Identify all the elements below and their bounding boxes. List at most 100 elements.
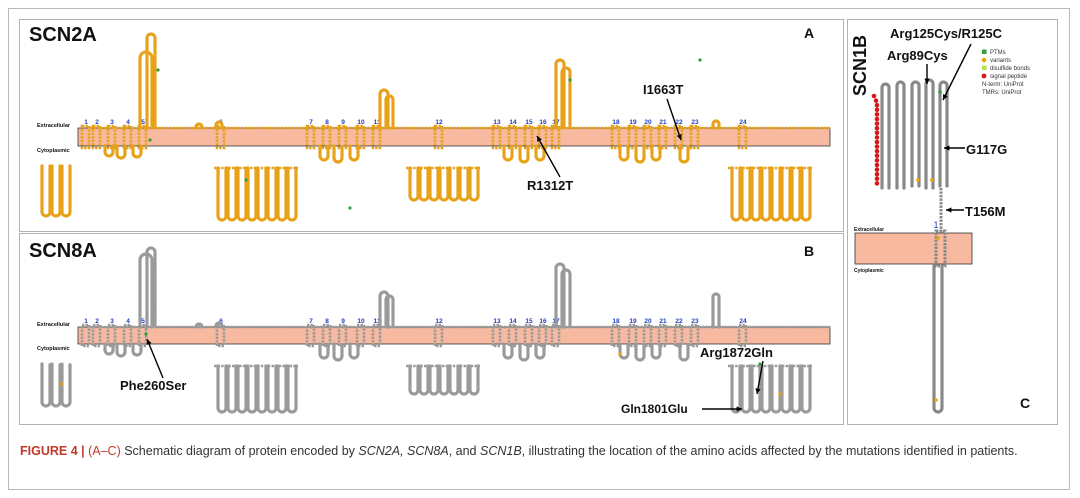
caption-text-3: , illustrating the location of the amino… xyxy=(521,444,1018,458)
cytoplasmic-loop xyxy=(650,144,662,162)
linker-loop xyxy=(448,364,460,396)
transmembrane-helix xyxy=(737,124,748,150)
signal-peptide-residue xyxy=(874,135,880,140)
membrane-band xyxy=(854,232,973,265)
linker-loop xyxy=(236,364,248,414)
tm-number: 8 xyxy=(325,318,329,325)
tm-number: 9 xyxy=(341,119,345,126)
transmembrane-helix xyxy=(737,323,748,348)
residue-marker xyxy=(144,332,148,336)
linker-loop xyxy=(276,166,288,222)
transmembrane-helix xyxy=(371,124,382,150)
tm-number: 1 xyxy=(84,318,88,325)
transmembrane-helix xyxy=(355,124,366,150)
tm-number: 10 xyxy=(357,318,365,325)
tm-number: 3 xyxy=(110,119,114,126)
tm-number: 20 xyxy=(644,318,652,325)
cytoplasmic-loop xyxy=(678,342,690,362)
extracellular-loop xyxy=(895,80,906,190)
tm-number: 14 xyxy=(509,318,517,325)
signal-peptide-residue xyxy=(874,171,880,177)
mutation-label: I1663T xyxy=(643,82,684,97)
extracellular-loop xyxy=(880,82,891,190)
cytoplasmic-loop xyxy=(634,144,646,164)
linker-loop xyxy=(418,364,430,396)
transmembrane-helix xyxy=(642,124,653,150)
tm-number: 24 xyxy=(739,119,747,126)
mutation-arrow xyxy=(536,135,561,178)
transmembrane-helix xyxy=(689,323,700,348)
cytoplasmic-loop xyxy=(534,342,546,360)
signal-peptide-residue xyxy=(874,167,880,172)
extracellular-loop xyxy=(938,80,949,188)
extracellular-loop xyxy=(378,88,390,130)
extracellular-loop xyxy=(384,94,395,130)
transmembrane-helix xyxy=(433,323,444,348)
tm-number: 1 xyxy=(84,119,88,126)
linker-loop xyxy=(790,166,802,222)
signal-peptide-residue xyxy=(874,112,880,117)
legend-label: disulfide bonds xyxy=(990,66,1030,72)
cytoplasmic-loop xyxy=(131,342,143,357)
linker-loop xyxy=(286,166,298,222)
mutation-label: Phe260Ser xyxy=(120,378,187,393)
tm-number: 18 xyxy=(612,119,620,126)
extracellular-label: Extracellular xyxy=(854,227,884,233)
tm-number: 16 xyxy=(539,318,547,325)
mutation-arrow xyxy=(944,145,965,151)
linker-loop xyxy=(266,166,278,222)
transmembrane-helix xyxy=(689,124,700,150)
linker-loop xyxy=(226,166,238,222)
linker-loop xyxy=(740,364,752,414)
cytoplasmic-loop xyxy=(618,144,630,162)
extracellular-loop xyxy=(924,78,935,190)
legend-swatch xyxy=(981,73,987,79)
residue-marker xyxy=(60,382,64,386)
tm-number: 14 xyxy=(509,119,517,126)
transmembrane-helix xyxy=(491,124,502,150)
tm-number: 6 xyxy=(219,318,223,325)
extracellular-loop xyxy=(214,321,224,329)
cytoplasmic-loop xyxy=(650,342,662,360)
linker-loop xyxy=(740,166,752,222)
cytoplasmic-label: Cytoplasmic xyxy=(37,346,70,352)
signal-peptide-residue xyxy=(874,130,880,136)
residue-marker xyxy=(568,78,572,82)
extracellular-loop xyxy=(194,322,204,329)
signal-peptide-residue xyxy=(874,158,880,163)
linker-loop xyxy=(226,364,238,414)
legend-swatch xyxy=(982,49,987,54)
tm-number: 23 xyxy=(691,318,699,325)
linker-loop xyxy=(468,364,480,396)
tm-number: 3 xyxy=(110,318,114,325)
signal-peptide-residue xyxy=(874,144,880,149)
caption-gene-2: SCN1B xyxy=(479,444,522,458)
tm-number: 22 xyxy=(675,318,683,325)
transmembrane-helix xyxy=(642,323,653,348)
mutation-label: Arg1872Gln xyxy=(700,345,773,360)
tm-number: 19 xyxy=(629,119,637,126)
tm-number: 20 xyxy=(644,119,652,126)
legend-label: PTMs xyxy=(990,50,1006,56)
linker-loop xyxy=(408,166,420,202)
caption-gene-1: SCN2A, SCN8A xyxy=(358,444,449,458)
mutation-arrow xyxy=(702,406,742,412)
signal-peptide-residue xyxy=(874,162,880,168)
transmembrane-helix xyxy=(610,124,621,150)
mutation-arrow xyxy=(755,360,764,395)
cytoplasmic-label: Cytoplasmic xyxy=(854,268,884,274)
linker-loop xyxy=(750,166,762,222)
linker-loop xyxy=(800,364,812,414)
residue-marker xyxy=(618,352,622,356)
signal-peptide-residue xyxy=(874,176,880,182)
cytoplasmic-loop xyxy=(131,144,143,159)
n-terminal-loop xyxy=(50,164,62,218)
caption-label: FIGURE 4 | xyxy=(20,444,89,458)
tm-number: 11 xyxy=(374,119,381,126)
legend-swatch xyxy=(981,57,987,63)
cytoplasmic-loop xyxy=(534,144,546,162)
signal-peptide-residue xyxy=(874,181,880,186)
linker-loop xyxy=(770,166,782,222)
extracellular-loop xyxy=(910,80,921,188)
